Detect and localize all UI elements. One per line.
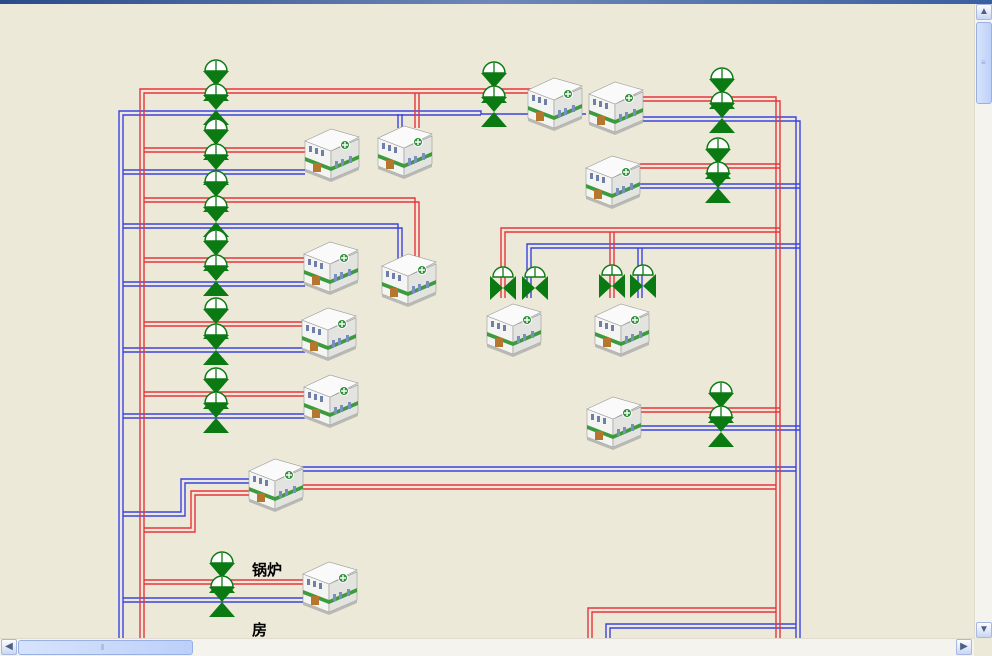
- arrow-left-icon: ◀: [5, 641, 13, 652]
- building-icon[interactable]: [377, 125, 433, 180]
- scroll-up-button[interactable]: ▲: [976, 4, 992, 20]
- valve-icon[interactable]: [480, 85, 508, 128]
- grip-icon: ≡: [981, 58, 986, 67]
- building-icon[interactable]: [594, 303, 650, 358]
- building-icon[interactable]: [301, 307, 357, 362]
- building-icon[interactable]: [302, 561, 358, 616]
- valve-icon[interactable]: [629, 264, 657, 299]
- building-icon[interactable]: [527, 77, 583, 132]
- valve-icon[interactable]: [202, 391, 230, 434]
- valve-icon[interactable]: [521, 266, 549, 301]
- horizontal-scroll-thumb[interactable]: ⦀: [18, 640, 193, 655]
- boiler-room-label-line1: 锅炉: [252, 561, 283, 579]
- building-icon[interactable]: [585, 155, 641, 210]
- horizontal-scrollbar[interactable]: ◀ ⦀ ▶: [0, 638, 974, 656]
- valve-icon[interactable]: [708, 91, 736, 134]
- heating-network-diagram: 锅炉 房: [0, 4, 974, 638]
- arrow-down-icon: ▼: [979, 624, 989, 635]
- building-icon[interactable]: [588, 81, 644, 136]
- pipe-network-svg: [118, 59, 801, 638]
- boiler-room-label-line2: 房: [252, 621, 268, 638]
- scroll-right-button[interactable]: ▶: [956, 639, 972, 655]
- vertical-scroll-thumb[interactable]: ≡: [976, 22, 992, 104]
- scroll-left-button[interactable]: ◀: [1, 639, 17, 655]
- building-icon[interactable]: [381, 253, 437, 308]
- valve-icon[interactable]: [704, 161, 732, 204]
- building-icon[interactable]: [248, 458, 304, 513]
- arrow-right-icon: ▶: [960, 641, 968, 652]
- grip-icon: ⦀: [101, 643, 105, 652]
- building-icon[interactable]: [304, 128, 360, 183]
- scrollbar-corner: [974, 638, 992, 655]
- building-icon[interactable]: [303, 241, 359, 296]
- valve-icon[interactable]: [202, 323, 230, 366]
- valve-icon[interactable]: [208, 575, 236, 618]
- valve-icon[interactable]: [598, 264, 626, 299]
- building-icon[interactable]: [486, 303, 542, 358]
- valve-icon[interactable]: [202, 254, 230, 297]
- valve-icon[interactable]: [489, 266, 517, 301]
- scroll-down-button[interactable]: ▼: [976, 622, 992, 638]
- window-title-strip: [0, 0, 992, 4]
- building-icon[interactable]: [586, 396, 642, 451]
- arrow-up-icon: ▲: [979, 6, 989, 17]
- vertical-scrollbar[interactable]: ▲ ≡ ▼: [974, 4, 992, 638]
- boiler-room-label: 锅炉 房: [252, 520, 282, 638]
- building-icon[interactable]: [303, 374, 359, 429]
